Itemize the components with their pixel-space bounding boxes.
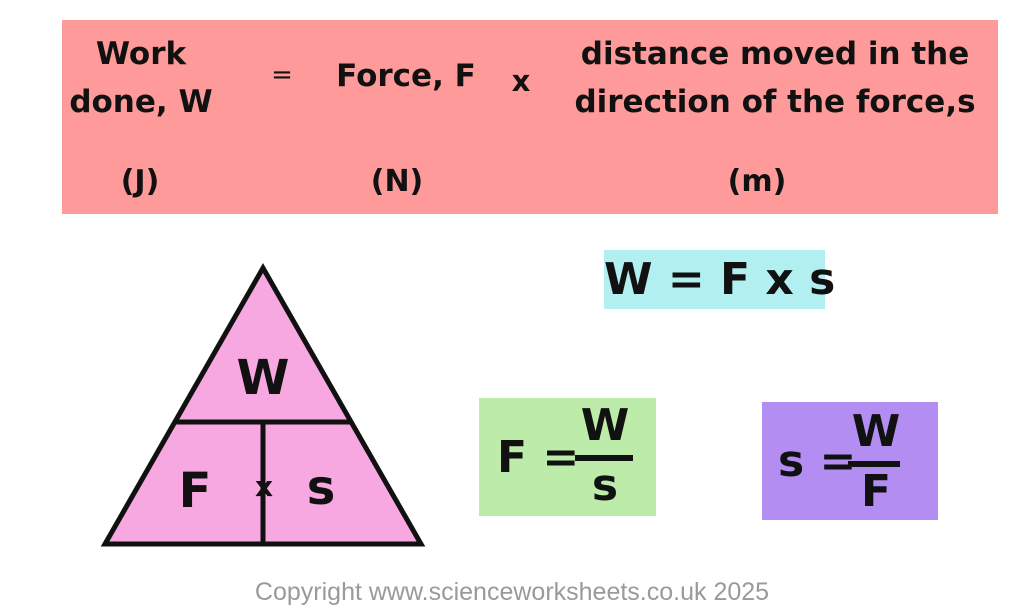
force-formula-denominator: s (591, 460, 619, 511)
force-formula-numerator: W (580, 400, 630, 451)
distance-formula-numerator: W (851, 406, 901, 457)
unit-metres: (m) (727, 164, 787, 199)
force-formula-box: F = W s (479, 398, 656, 516)
triangle-multiply-sign: x (254, 470, 274, 503)
distance-formula-denominator: F (860, 466, 892, 517)
force-formula-fraction-bar (575, 455, 633, 461)
distance-label: distance moved in the direction of the f… (574, 36, 976, 120)
work-done-label: Work done, W (69, 36, 213, 120)
equals-sign: = (271, 60, 293, 90)
unit-joules: (J) (120, 164, 160, 199)
work-formula-box: W = F x s (604, 250, 836, 309)
work-formula: W = F x s (604, 254, 836, 305)
triangle-work-letter: W (236, 350, 290, 406)
copyright-notice: Copyright www.scienceworksheets.co.uk 20… (254, 578, 770, 606)
distance-formula-lhs: s = (778, 436, 857, 487)
distance-formula-box: s = W F (762, 402, 938, 520)
multiply-sign: x (511, 64, 531, 98)
triangle-force-letter: F (178, 463, 212, 519)
distance-formula-fraction-bar (848, 461, 900, 467)
formula-triangle (100, 262, 426, 547)
force-formula-lhs: F = (497, 432, 580, 483)
force-label: Force, F (336, 58, 476, 94)
unit-newtons: (N) (370, 164, 424, 199)
triangle-distance-letter: s (306, 460, 336, 516)
equation-banner (62, 20, 998, 214)
